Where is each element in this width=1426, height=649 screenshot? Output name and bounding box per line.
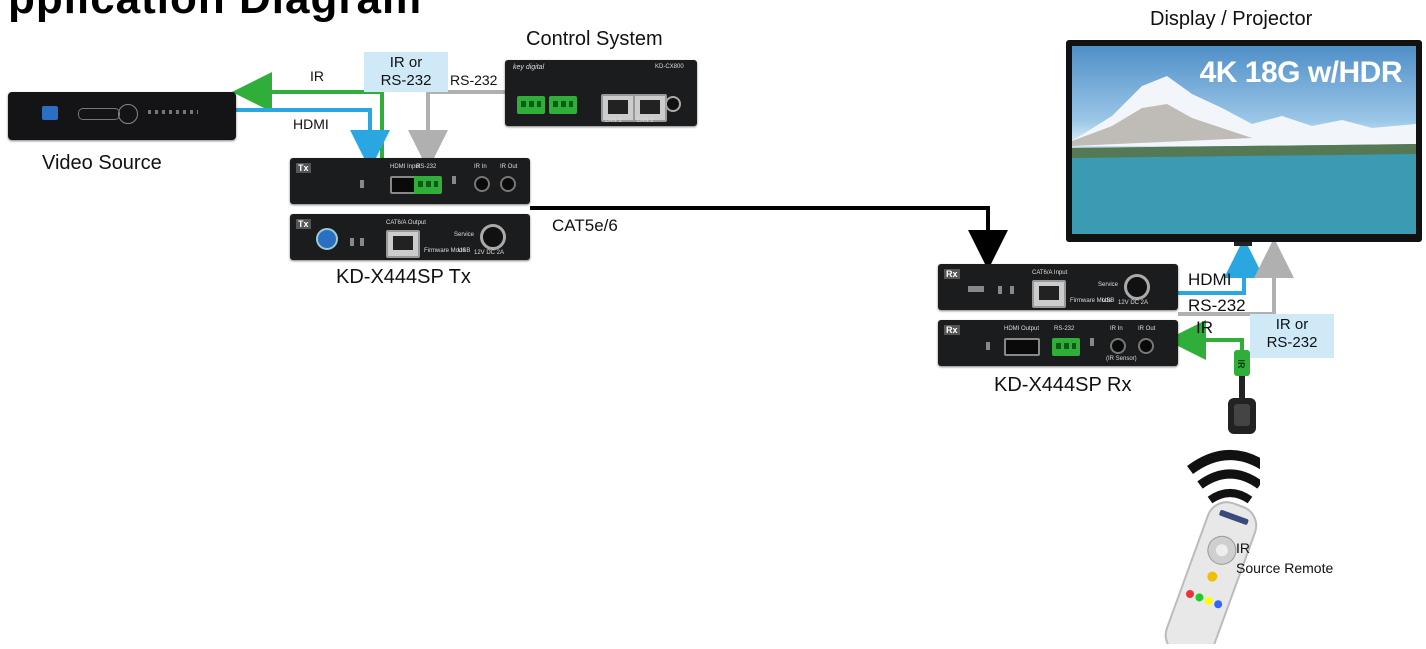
rx-hdmi-label: HDMI <box>1188 270 1232 289</box>
rx-cat-input-label: CAT6/A Input <box>1032 270 1068 276</box>
ir-tag: IR <box>1236 360 1246 370</box>
rx-unit-rear: Rx CAT6/A Input Firmware Mode Service US… <box>938 264 1178 310</box>
rx-callout-line2: RS-232 <box>1266 334 1318 351</box>
tx-usb-label: USB <box>458 248 471 254</box>
rx-callout: IR or RS-232 <box>1250 314 1334 358</box>
remote-icon <box>1164 450 1273 649</box>
tx-ir-out-jack <box>500 176 516 192</box>
rx-power-label: 12V DC 2A <box>1118 300 1149 306</box>
remote-label-line1: IR <box>1236 540 1250 556</box>
tx-callout-line1: IR or <box>389 54 423 71</box>
rx-hdmi-output-label: HDMI Output <box>1004 326 1040 332</box>
rx-rs232-label: RS-232 <box>1188 296 1246 315</box>
control-system-label: Control System <box>526 28 663 50</box>
cat-cable-line <box>530 206 1008 270</box>
rx-ir-out-label: IR Out <box>1138 326 1156 332</box>
tx-cat-output-label: CAT6/A Output <box>386 220 426 226</box>
tx-power-label: 12V DC 2A <box>474 250 505 256</box>
rx-ir-sensor-label: (IR Sensor) <box>1106 356 1137 362</box>
control-system-box: key digital KD-CX800 LAN 1 LAN 2 <box>505 60 697 126</box>
rx-switch <box>968 286 984 292</box>
ctrl-brand: key digital <box>513 64 545 71</box>
rx-hdmi-line <box>1178 238 1264 295</box>
tv-overlay-text: 4K 18G w/HDR <box>1199 56 1403 89</box>
source-buttons <box>78 108 120 120</box>
rx-led-1 <box>998 286 1002 294</box>
tx-hdmi-label: HDMI <box>293 116 329 132</box>
rx-front-tag: Rx <box>944 325 960 335</box>
tx-callout-line2: RS-232 <box>380 72 432 89</box>
tx-power-jack <box>480 224 506 250</box>
tx-name-label: KD-X444SP Tx <box>336 266 471 288</box>
rx-front-switch <box>1090 338 1094 346</box>
ctrl-lan2-label: LAN 2 <box>637 118 654 124</box>
tx-hdmi-input-label: HDMI Input <box>390 164 421 170</box>
rx-front-led <box>986 342 990 350</box>
ctrl-terminal-1 <box>517 96 545 114</box>
ctrl-lan1-label: LAN 1 <box>605 118 622 124</box>
tx-dial-icon <box>316 228 338 250</box>
tx-firmware-label: Firmware Mode <box>424 248 466 254</box>
tx-rs232-line <box>408 90 505 170</box>
source-dial-icon <box>118 104 138 124</box>
ir-sensor-icon: IR <box>1228 350 1256 434</box>
video-source-label: Video Source <box>42 152 162 174</box>
rx-ir-in-jack <box>1110 338 1126 354</box>
display-tv: 4K 18G w/HDR <box>1066 40 1422 242</box>
tx-rear-led-1 <box>350 238 354 246</box>
display-label: Display / Projector <box>1150 8 1313 30</box>
ctrl-lan1-port <box>601 94 635 122</box>
tx-unit-front: Tx HDMI Input RS-232 IR In IR Out <box>290 158 530 204</box>
tx-callout: IR or RS-232 <box>364 52 448 92</box>
ctrl-terminal-2 <box>549 96 577 114</box>
rx-ir-out-jack <box>1138 338 1154 354</box>
rx-cat-port <box>1032 280 1066 308</box>
tv-landscape <box>1072 76 1416 234</box>
tx-ir-in-label: IR In <box>474 164 487 170</box>
rx-tag: Rx <box>944 269 960 279</box>
video-source-box <box>8 92 236 140</box>
tx-tag: Tx <box>296 163 311 173</box>
rx-ir-in-label: IR In <box>1110 326 1123 332</box>
rx-usb-label: USB <box>1102 298 1115 304</box>
ctrl-power-jack <box>665 96 681 112</box>
tx-ir-label: IR <box>310 68 324 84</box>
rx-firmware-label: Firmware Mode <box>1070 298 1112 304</box>
remote-control <box>1130 430 1273 649</box>
tv-stand <box>1234 242 1252 246</box>
rx-led-2 <box>1010 286 1014 294</box>
rx-ir-label: IR <box>1196 318 1213 337</box>
cat-cable-label: CAT5e/6 <box>552 216 618 235</box>
tx-cat-port <box>386 230 420 258</box>
rx-hdmi-port <box>1004 338 1040 356</box>
tx-hdmi-line <box>236 108 390 170</box>
rx-callout-line1: IR or <box>1275 316 1309 333</box>
rx-power-jack <box>1124 274 1150 300</box>
tx-switch <box>452 176 456 184</box>
rx-rs232-terminal <box>1052 338 1080 356</box>
tx-ir-in-jack <box>474 176 490 192</box>
rx-rs232-port-label: RS-232 <box>1054 326 1075 332</box>
tx-rear-led-2 <box>360 238 364 246</box>
rx-service-label: Service <box>1098 282 1119 288</box>
tx-rs232-label: RS-232 <box>450 72 498 88</box>
tx-led <box>360 180 364 188</box>
rx-ir-line <box>1166 320 1244 360</box>
tx-service-label: Service <box>454 232 475 238</box>
tx-ir-out-label: IR Out <box>500 164 518 170</box>
tx-rs232-terminal <box>414 176 442 194</box>
tx-rs232-port-label: RS-232 <box>416 164 437 170</box>
ctrl-model: KD-CX800 <box>655 64 684 70</box>
source-logo-icon <box>42 106 58 120</box>
tv-screen: 4K 18G w/HDR <box>1072 46 1416 234</box>
remote-label-line2: Source Remote <box>1236 560 1334 576</box>
tx-unit-rear: Tx CAT6/A Output Firmware Mode Service U… <box>290 214 530 260</box>
tx-rear-tag: Tx <box>296 219 311 229</box>
source-vents <box>148 110 198 114</box>
page-title: pplication Diagram <box>8 0 422 24</box>
rx-name-label: KD-X444SP Rx <box>994 374 1132 396</box>
rx-unit-front: Rx HDMI Output RS-232 IR In IR Out (IR S… <box>938 320 1178 366</box>
